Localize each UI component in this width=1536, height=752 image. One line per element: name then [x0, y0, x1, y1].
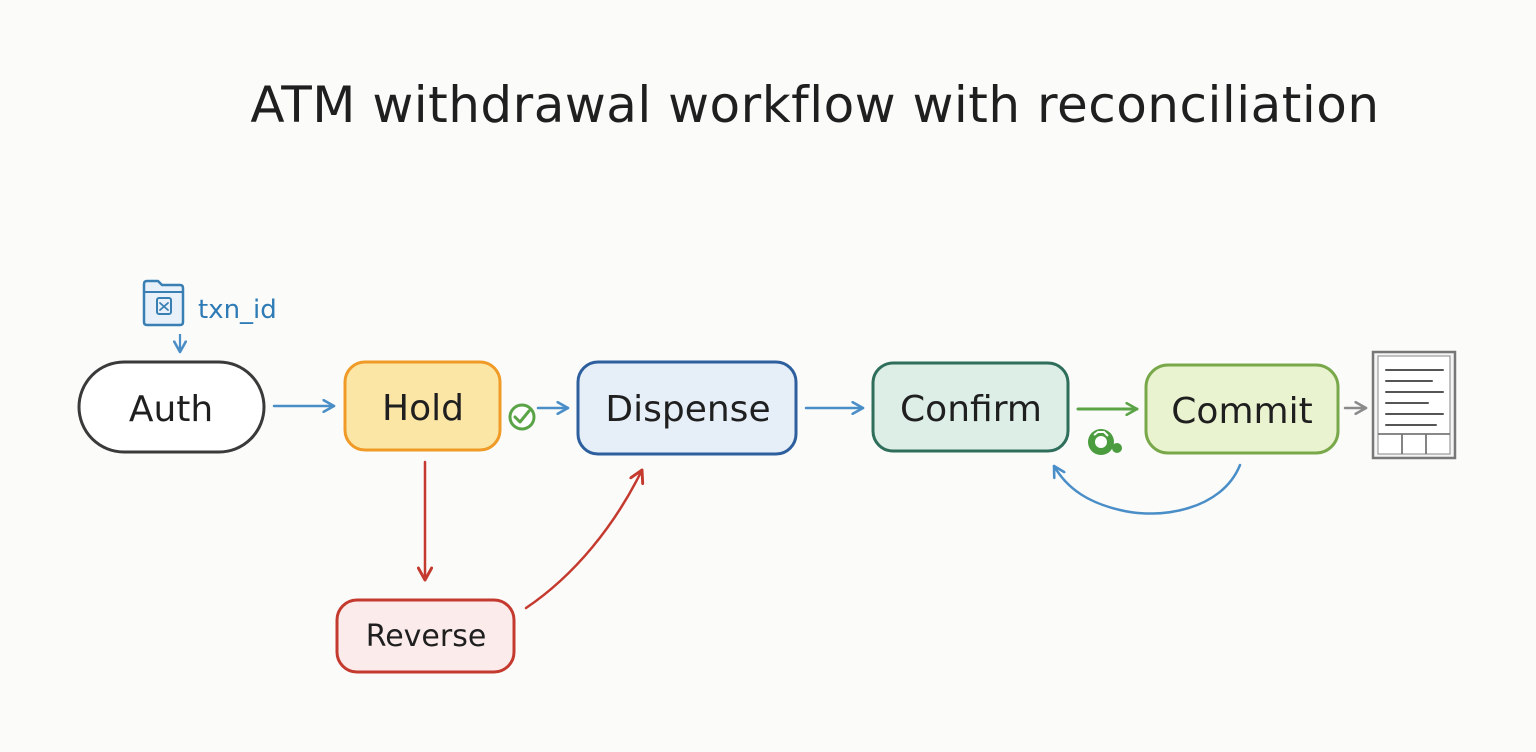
- node-confirm-label: Confirm: [900, 389, 1042, 430]
- refresh-badge-icon: [1088, 429, 1122, 455]
- node-confirm[interactable]: Confirm: [871, 361, 1070, 453]
- node-reverse-label: Reverse: [366, 619, 487, 654]
- node-dispense[interactable]: Dispense: [576, 360, 798, 456]
- node-reverse[interactable]: Reverse: [335, 598, 516, 674]
- edge-reverse-dispense: [524, 470, 642, 610]
- diagram-title: ATM withdrawal workflow with reconciliat…: [250, 76, 1379, 134]
- node-dispense-label: Dispense: [605, 389, 770, 430]
- node-commit[interactable]: Commit: [1144, 363, 1340, 455]
- check-circle-icon: [508, 403, 536, 431]
- edge-commit-confirm-loop: [1054, 463, 1242, 515]
- txn-id-label: txn_id: [198, 295, 277, 325]
- node-hold-label: Hold: [382, 388, 464, 429]
- folder-key-icon: [142, 279, 185, 327]
- node-commit-label: Commit: [1171, 391, 1312, 432]
- node-auth[interactable]: Auth: [77, 360, 266, 454]
- node-auth-label: Auth: [129, 389, 213, 430]
- ledger-document-icon: [1371, 350, 1457, 460]
- node-hold[interactable]: Hold: [343, 360, 502, 452]
